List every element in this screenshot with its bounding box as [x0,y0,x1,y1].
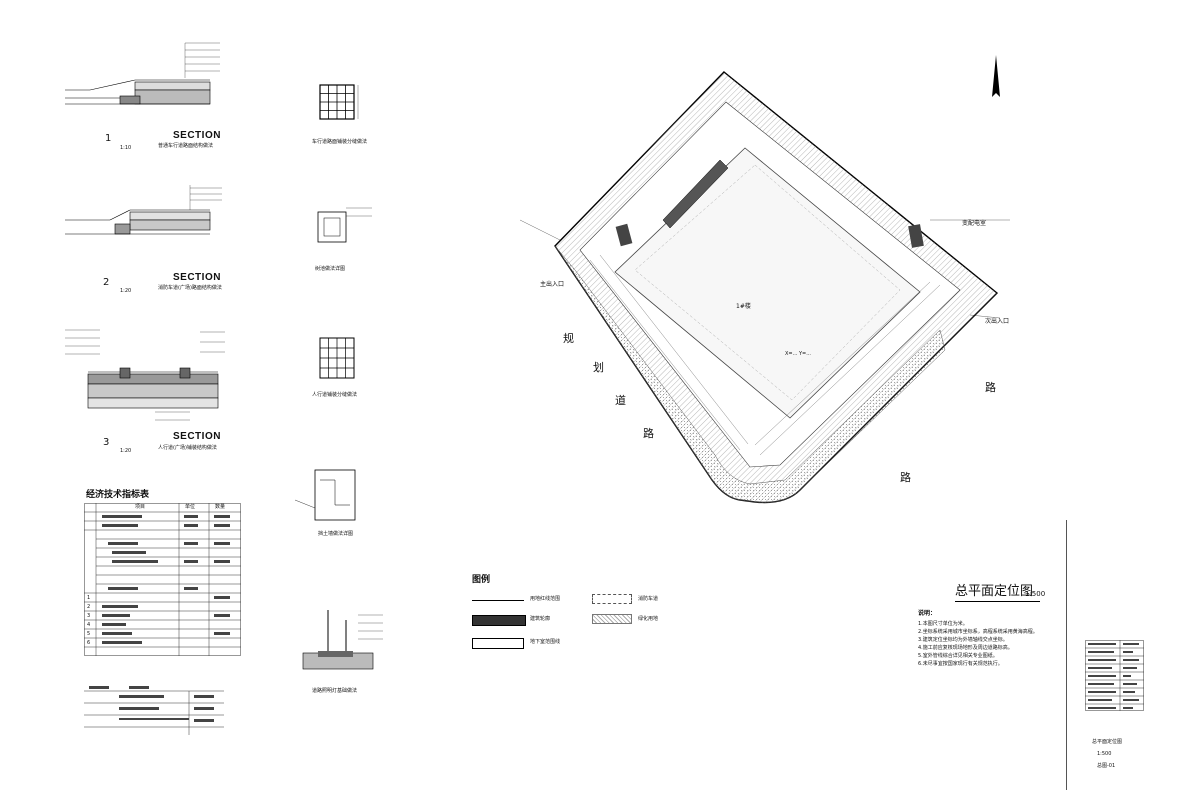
building-label: 1#楼 [736,303,751,310]
legend-item-4: 消防车道 [638,596,659,602]
road-char-5: 路 [985,381,996,394]
site-plan [519,71,1010,504]
road-char-2: 划 [593,361,604,374]
gate-main-label: 主出入口 [540,281,565,288]
plan-title: 总平面定位图 [955,584,1034,599]
econ-header-value: 数量 [215,504,226,510]
detail-1-drawing [319,84,359,120]
road-char-3: 道 [615,394,626,407]
econ-row-num: 4 [87,622,91,628]
legend-item-2: 建筑轮廓 [530,616,551,622]
section-2-number: 2 [103,277,110,288]
detail-5-drawing [302,610,383,670]
note-line: 5.室外管线综合详见相关专业图纸。 [918,653,998,659]
legend-item-3: 地下室范围线 [530,639,561,645]
section-1-word: SECTION [173,130,221,141]
legend-building-swatch [472,615,526,626]
section-2-word: SECTION [173,272,221,283]
legend-heading: 图例 [472,575,491,585]
titleblock-drawing-name: 总平面定位图 [1092,739,1123,745]
road-char-1: 规 [563,332,574,345]
note-line: 4.施工前应复核现场地形及周边道路标高。 [918,645,1013,651]
legend-redline-swatch [472,600,524,601]
econ-row-num: 6 [87,640,91,646]
plan-title-underline [955,601,1040,602]
note-line: 6.未尽事宜按国家现行有关规范执行。 [918,661,1003,667]
econ-row-num: 3 [87,613,91,619]
coord-label: X=... Y=... [785,351,811,357]
plan-scale: 1:500 [1025,590,1046,598]
section-3-number: 3 [103,437,110,448]
detail-3-drawing [319,337,355,379]
section-2-title: 消防车道(广场)路面结构做法 [158,285,222,291]
econ-table-grid [84,503,241,656]
detail-2-title: 树池做法详图 [315,266,346,272]
small-table [84,686,224,735]
section-3-word: SECTION [173,431,221,442]
titleblock-border [1066,520,1067,790]
detail-3-title: 人行道铺装分缝做法 [312,392,358,398]
section-3-scale: 1:20 [120,448,132,454]
section-1-title: 普通车行道路面结构做法 [158,143,214,149]
section-3-title: 人行道(广场)铺装结构做法 [158,445,217,451]
detail-2-drawing [317,207,372,243]
econ-row-num: 2 [87,604,91,610]
econ-table-title: 经济技术指标表 [86,490,150,500]
detail-1-title: 车行道路面铺装分缝做法 [312,139,368,145]
legend-item-5: 绿化用地 [638,616,659,622]
detail-4-drawing [294,469,356,521]
section-3-drawing [65,329,225,421]
road-char-6: 路 [900,471,911,484]
econ-row-num: 1 [87,595,91,601]
section-1-scale: 1:10 [120,145,132,151]
legend-basement-swatch [472,638,524,649]
notes-heading: 说明： [918,610,937,617]
detail-4-title: 挡土墙做法详图 [318,531,354,537]
north-arrow-icon [992,55,1000,97]
legend-green-swatch [592,614,632,624]
section-1-drawing [65,42,220,105]
legend-fire-swatch [592,594,632,604]
gate-sub-label: 次出入口 [985,318,1010,325]
section-2-drawing [65,185,222,235]
note-line: 1.本图尺寸单位为米。 [918,621,968,627]
titleblock-sheet: 总图-01 [1097,763,1116,769]
section-2-scale: 1:20 [120,288,132,294]
econ-header-unit: 单位 [185,504,196,510]
note-line: 2.坐标系统采用城市坐标系，高程系统采用黄海高程。 [918,629,1038,635]
road-char-4: 路 [643,427,654,440]
titleblock-grid [1085,640,1144,711]
room-label: 变配电室 [962,220,987,227]
legend-item-1: 用地红线范围 [530,596,561,602]
section-1-number: 1 [105,133,112,144]
note-line: 3.建筑定位坐标均为外墙轴线交点坐标。 [918,637,1008,643]
building-outline [614,147,921,419]
econ-row-num: 5 [87,631,91,637]
titleblock-scale: 1:500 [1097,751,1112,757]
econ-header-item: 项目 [135,504,146,510]
detail-5-title: 道路照明灯基础做法 [312,688,358,694]
